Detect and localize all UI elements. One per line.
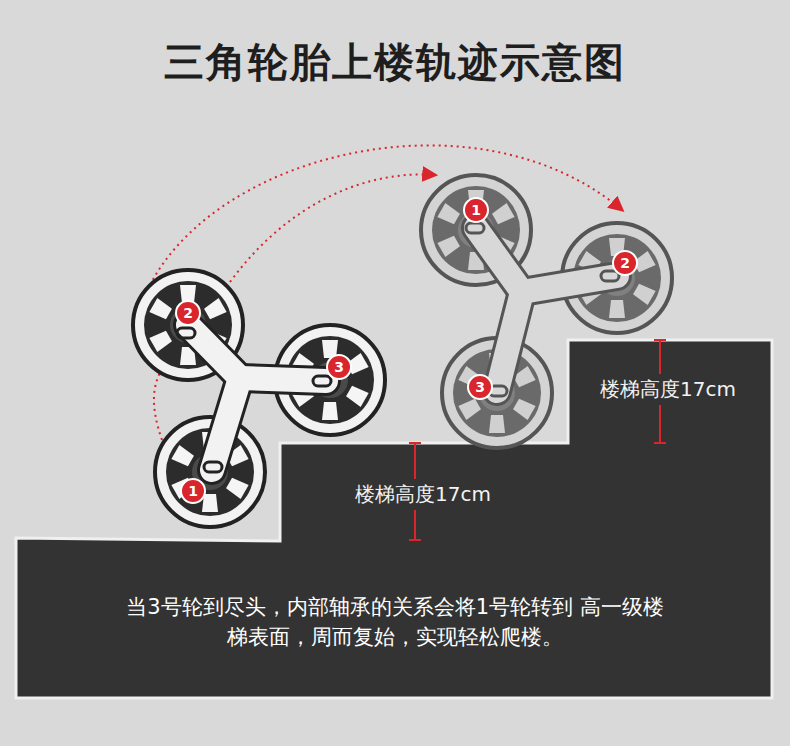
trajectory (154, 365, 164, 440)
dimension-label: 楼梯高度17cm (596, 374, 740, 405)
staircase (16, 340, 772, 698)
title: 三角轮胎上楼轨迹示意图 (164, 35, 626, 90)
trajectory (150, 145, 622, 285)
callout-number: 1 (180, 478, 206, 504)
callout-number: 2 (612, 250, 638, 276)
callout-number: 3 (326, 354, 352, 380)
caption: 当3号轮到尽头，内部轴承的关系会将1号轮转到 高一级楼梯表面，周而复始，实现轻松… (125, 592, 665, 652)
trajectory (230, 174, 435, 282)
callout-number: 2 (175, 300, 201, 326)
tri-wheel-faded (421, 175, 672, 448)
callout-number: 3 (467, 374, 493, 400)
tri-wheel (133, 270, 385, 527)
callout-number: 1 (463, 197, 489, 223)
dimension-label: 楼梯高度17cm (351, 479, 495, 510)
